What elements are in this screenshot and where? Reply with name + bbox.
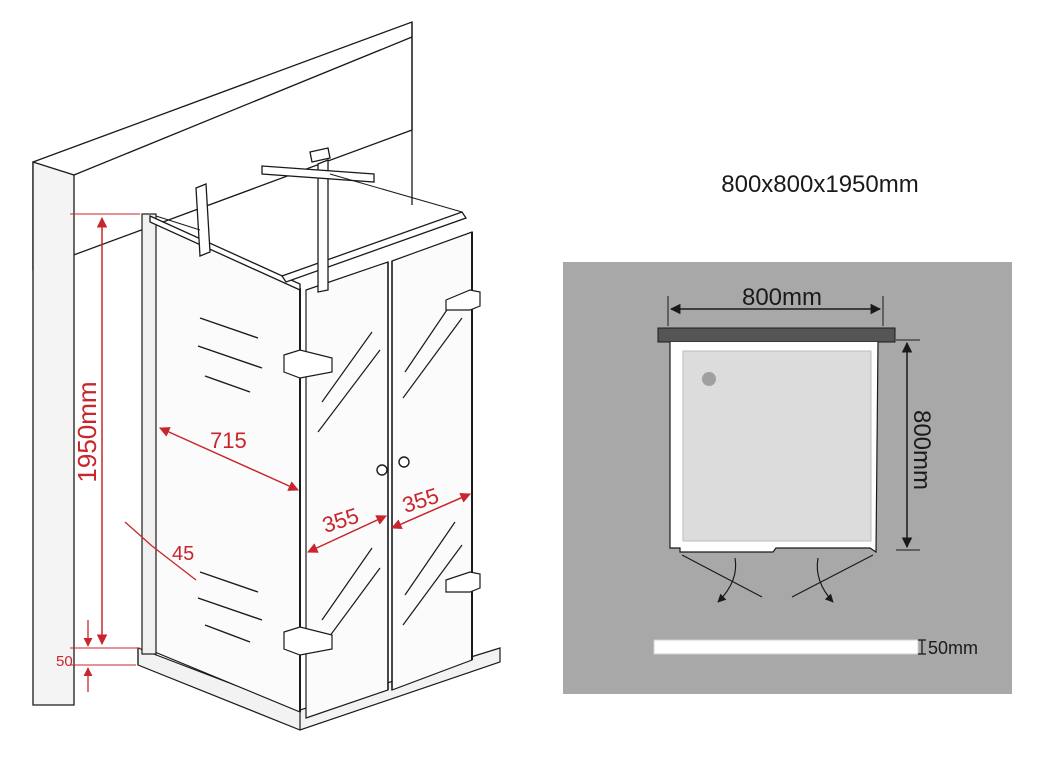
door-left-dimension: 355 (307, 503, 387, 553)
tray-dimension: 50 (56, 620, 136, 692)
offset-dimension: 45 (124, 521, 197, 581)
plan-tray-bar: 50mm (653, 638, 978, 658)
door-swing-arrows (681, 554, 874, 603)
top-frame (149, 147, 468, 293)
height-label: 1950mm (72, 381, 102, 482)
plan-wall-bar (657, 327, 896, 343)
plan-depth-label: 800mm (908, 410, 935, 490)
plan-depth-dimension: 800mm (896, 339, 935, 551)
tray-label: 50 (56, 653, 73, 670)
offset-label: 45 (172, 543, 194, 565)
plan-width-dimension: 800mm (667, 284, 884, 326)
drain-icon (702, 372, 716, 386)
plan-tray-label: 50mm (928, 638, 978, 658)
side-label: 715 (210, 428, 247, 453)
side-glass-panel (141, 213, 307, 714)
wall-face (32, 161, 75, 706)
side-dimension: 715 (159, 427, 299, 491)
perspective-view: 1950mm 50 715 45 355 355 (32, 21, 501, 731)
dimensions-title: 800x800x1950mm (721, 171, 918, 198)
plan-view: 800mm 800mm 50mm (563, 262, 1012, 694)
height-dimension: 1950mm (70, 213, 140, 649)
plan-width-label: 800mm (742, 284, 822, 311)
door-knobs (376, 456, 410, 476)
front-doors (305, 231, 473, 719)
wall-front (32, 21, 413, 271)
hinges (283, 289, 481, 656)
